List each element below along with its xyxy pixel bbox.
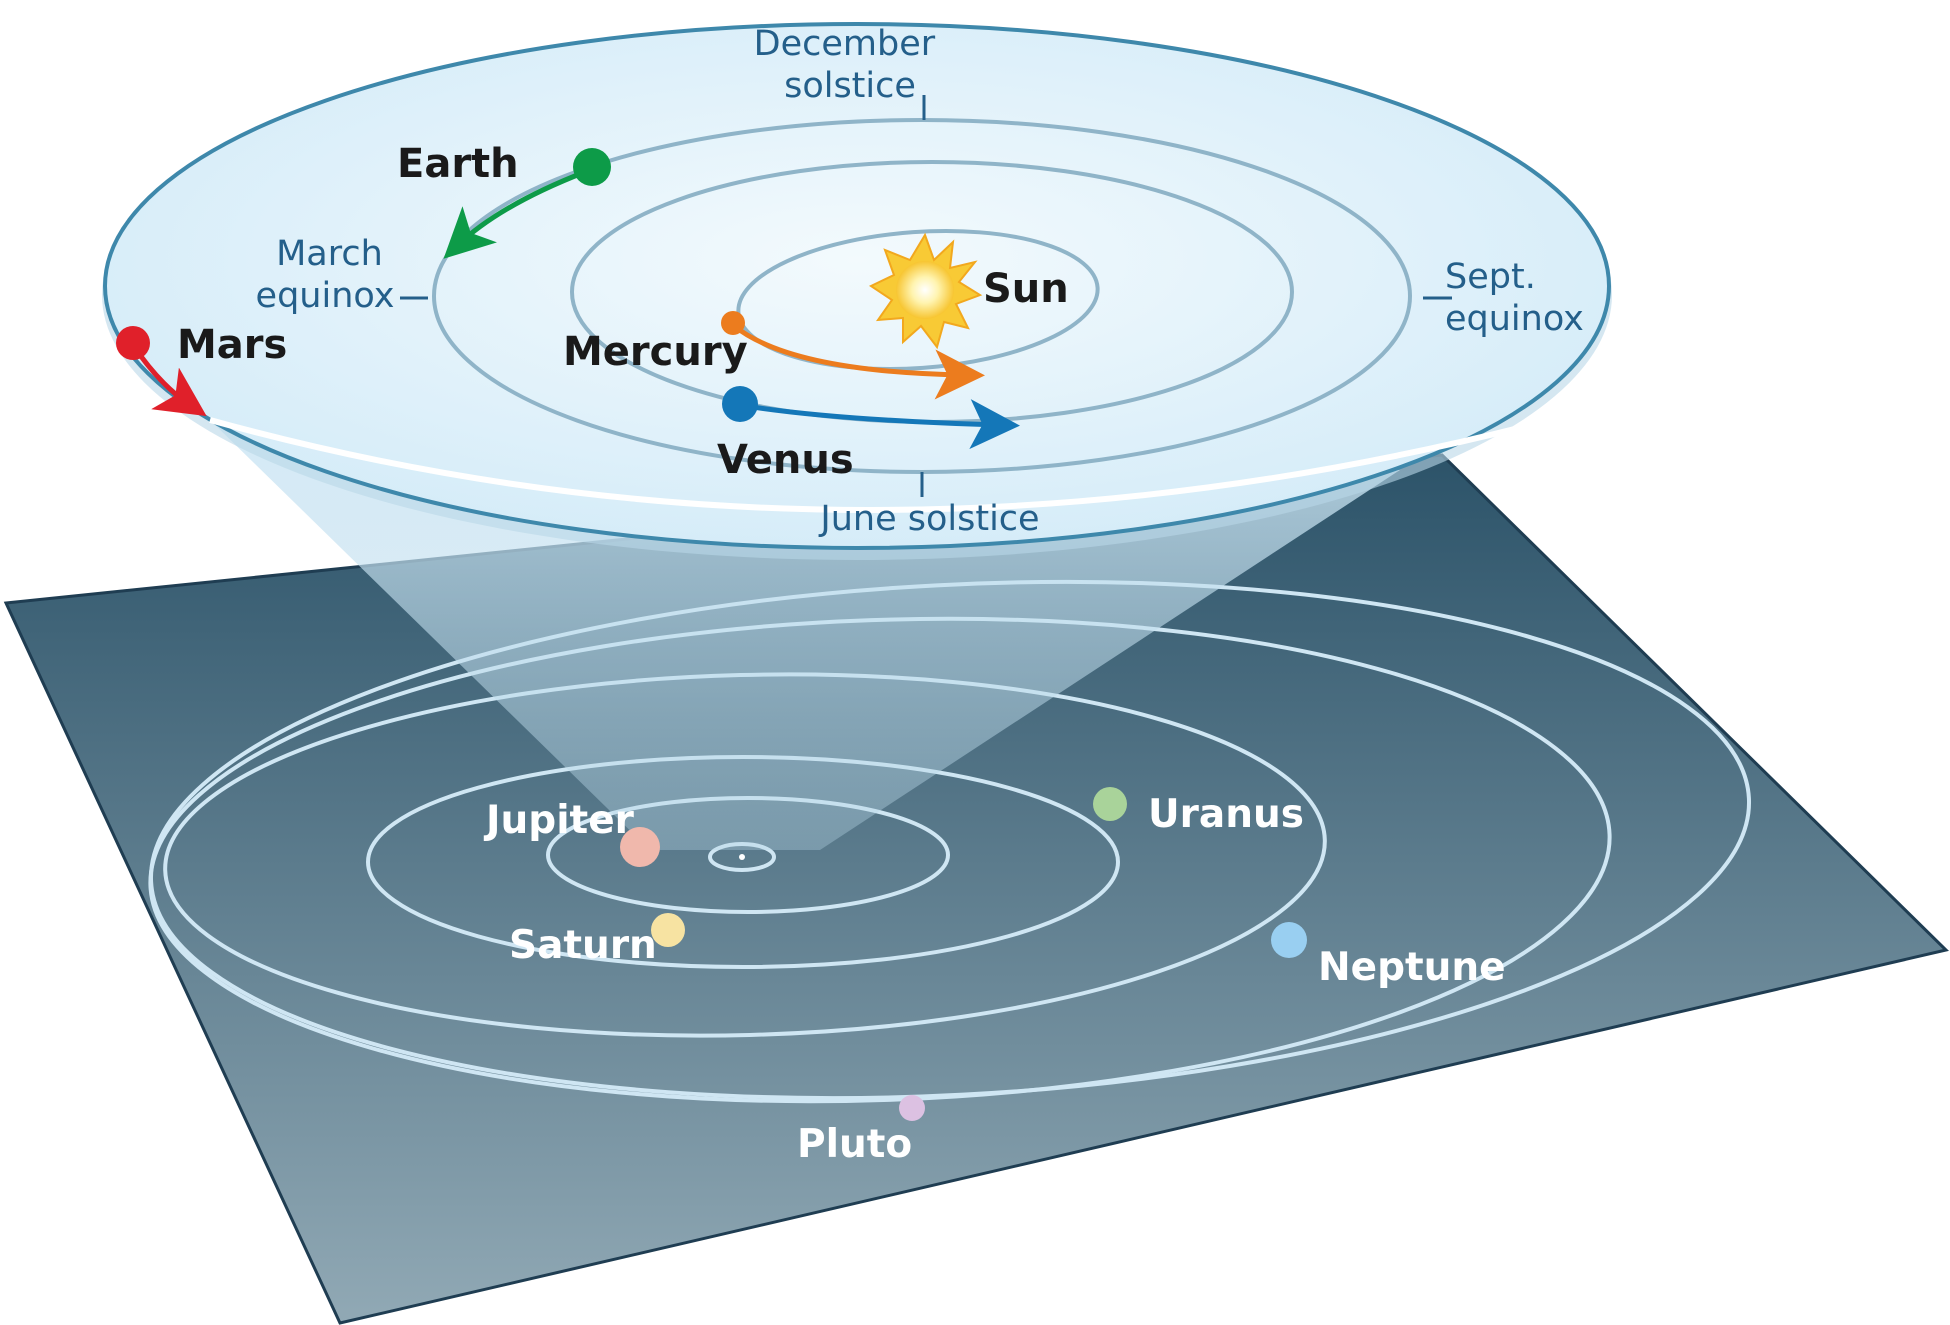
pluto-dot <box>899 1095 925 1121</box>
march-equinox-line-2: equinox <box>256 276 395 316</box>
neptune-label: Neptune <box>1318 945 1506 990</box>
inner-system-disc <box>103 22 1611 550</box>
mars-label: Mars <box>177 322 287 368</box>
earth-dot <box>573 148 611 186</box>
pluto-label: Pluto <box>797 1122 912 1167</box>
mercury-dot <box>721 311 745 335</box>
march-equinox-line-1: March <box>276 234 383 274</box>
venus-motion-arrow <box>739 399 1020 450</box>
saturn-label: Saturn <box>509 923 657 968</box>
december-solstice-label: December solstice <box>754 24 947 106</box>
neptune-dot <box>1271 922 1307 958</box>
mercury-motion-arrow <box>731 323 985 400</box>
earth-motion-arrow <box>443 169 586 259</box>
sun-icon <box>868 232 983 350</box>
jupiter-label: Jupiter <box>483 798 635 843</box>
saturn-dot <box>651 913 685 947</box>
inner-system-center <box>739 854 745 860</box>
mars-dot <box>116 326 150 360</box>
venus-label: Venus <box>717 437 854 483</box>
mercury-label: Mercury <box>563 329 748 375</box>
sept-equinox-label: Sept. equinox <box>1445 257 1584 339</box>
season-ticks <box>400 95 1452 497</box>
sept-equinox-line-1: Sept. <box>1445 257 1536 297</box>
earth-label: Earth <box>397 141 519 187</box>
uranus-dot <box>1093 787 1127 821</box>
uranus-label: Uranus <box>1148 792 1304 837</box>
jupiter-dot <box>620 827 660 867</box>
venus-dot <box>722 386 758 422</box>
december-solstice-line-2: solstice <box>784 66 916 106</box>
december-solstice-line-1: December <box>754 24 936 64</box>
sun-label: Sun <box>983 266 1069 312</box>
sept-equinox-line-2: equinox <box>1445 299 1584 339</box>
june-solstice-label: June solstice <box>818 499 1039 539</box>
march-equinox-label: March equinox <box>256 234 395 316</box>
inner-system-disc-edge <box>209 417 1551 513</box>
